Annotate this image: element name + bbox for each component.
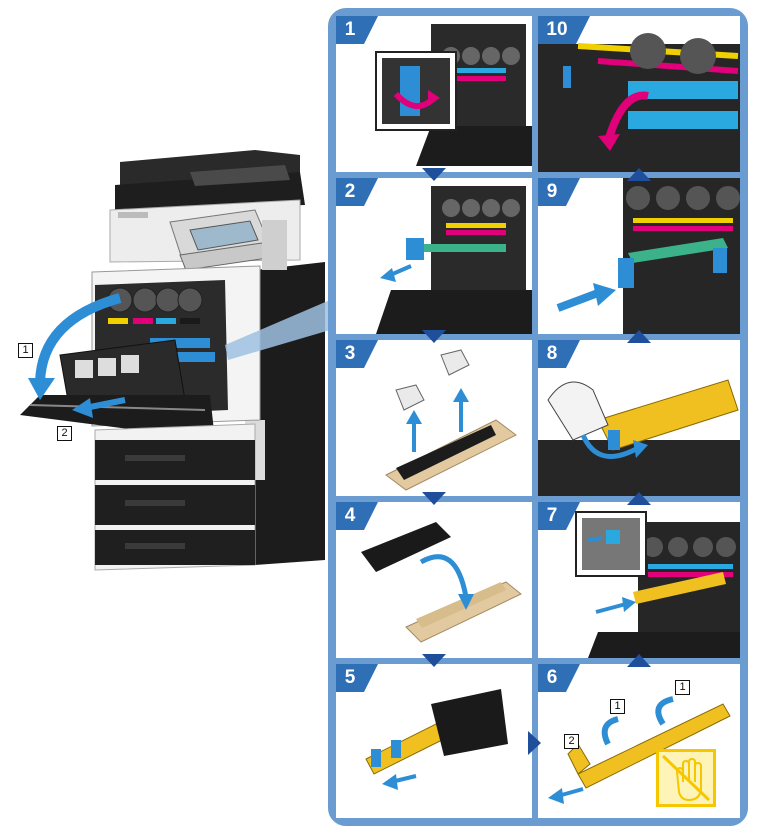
step-1-illustration: [375, 24, 532, 166]
step-number-badge: 4: [336, 502, 378, 530]
overview-callout-2: 2: [57, 426, 72, 441]
flow-arrow-up-7-8: [627, 492, 651, 505]
step-panel-2: 2: [336, 178, 532, 334]
step-6-callout-2: 2: [564, 734, 579, 749]
step-7-illustration: [575, 511, 740, 658]
flow-arrow-up-9-10: [627, 168, 651, 181]
step-number-badge: 6: [538, 664, 580, 692]
step-number-badge: 7: [538, 502, 580, 530]
column-divider: [532, 16, 538, 818]
overview-callout-1: 1: [18, 343, 33, 358]
step-number-badge: 2: [336, 178, 378, 206]
step-9-illustration: [556, 178, 740, 334]
step-panel-3: 3: [336, 340, 532, 496]
flow-arrow-down-1-2: [422, 168, 446, 181]
step-panel-4: 4: [336, 502, 532, 658]
step-6-callout-1b: 1: [675, 680, 690, 695]
flow-arrow-down-3-4: [422, 492, 446, 505]
flow-arrow-right-5-6: [528, 731, 541, 755]
flow-arrow-up-8-9: [627, 330, 651, 343]
step-panel-9: 9: [538, 178, 740, 334]
step-panel-5: 5: [336, 664, 532, 818]
step-5-illustration: [365, 689, 508, 790]
step-8-illustration: [538, 379, 740, 496]
step-number-badge: 3: [336, 340, 378, 368]
do-not-touch-hand-icon: [661, 754, 711, 802]
caution-box: [656, 749, 716, 807]
step-panel-10: 10: [538, 16, 740, 172]
printer-overview-illustration: [20, 150, 330, 571]
flow-arrow-up-6-7: [627, 654, 651, 667]
step-panel-7: 7: [538, 502, 740, 658]
step-panel-8: 8: [538, 340, 740, 496]
step-number-badge: 5: [336, 664, 378, 692]
step-2-illustration: [376, 186, 532, 334]
step-number-badge: 10: [538, 16, 590, 44]
step-3-illustration: [385, 349, 517, 491]
flow-arrow-down-2-3: [422, 330, 446, 343]
step-number-badge: 1: [336, 16, 378, 44]
step-6-callout-1a: 1: [610, 699, 625, 714]
step-4-illustration: [361, 522, 522, 643]
step-panel-6: 6 1 1 2: [538, 664, 740, 818]
step-number-badge: 9: [538, 178, 580, 206]
step-10-illustration: [538, 33, 740, 172]
step-6-illustration: [548, 696, 731, 804]
step-panel-1: 1: [336, 16, 532, 172]
step-number-badge: 8: [538, 340, 580, 368]
flow-arrow-down-4-5: [422, 654, 446, 667]
